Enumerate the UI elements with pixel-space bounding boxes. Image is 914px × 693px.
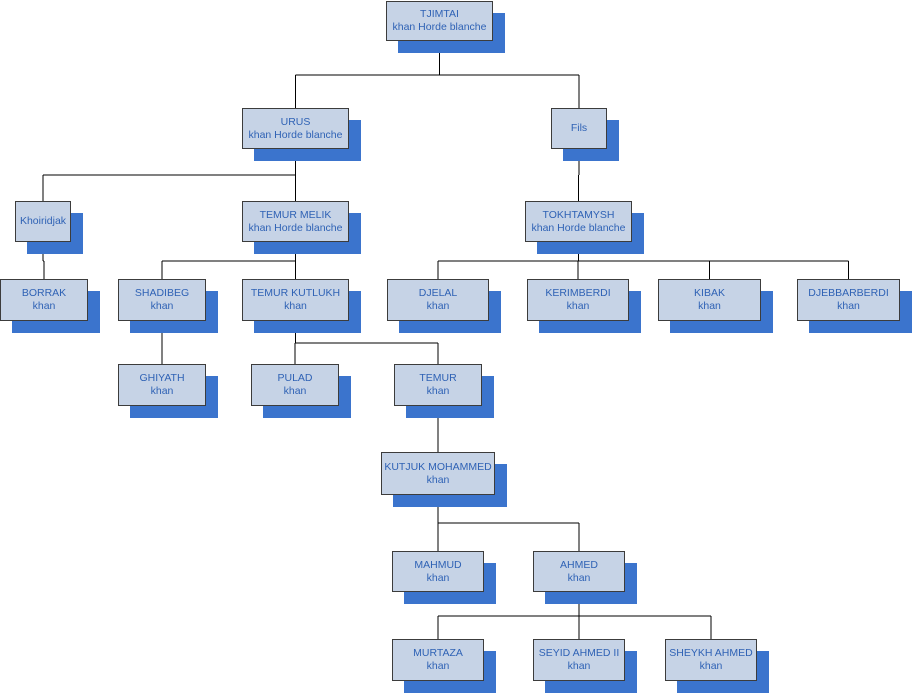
node-name: BORRAK <box>21 287 67 299</box>
node-title: khan <box>150 300 174 312</box>
node-fils: Fils <box>551 108 619 161</box>
node-name: GHIYATH <box>139 372 185 384</box>
node-title: khan <box>426 300 450 312</box>
node-title: khan <box>426 473 450 486</box>
node-name: AHMED <box>560 558 598 571</box>
node-title: khan Horde blanche <box>531 221 626 234</box>
node-box: Khoiridjak <box>15 201 71 242</box>
node-name: SEYID AHMED II <box>538 647 620 659</box>
node-name: SHEYKH AHMED <box>669 647 753 659</box>
connector-tjimtai <box>295 41 580 108</box>
node-name: Fils <box>570 122 588 134</box>
node-name: TEMUR <box>419 372 457 384</box>
connector-kutjuk-mohammed <box>437 495 580 551</box>
node-title: khan <box>567 660 591 672</box>
node-title: khan <box>32 300 56 312</box>
node-title: khan <box>567 571 591 584</box>
node-title: khan <box>698 300 721 312</box>
node-name: MURTAZA <box>413 647 463 659</box>
node-title: khan <box>566 300 590 312</box>
node-name: TJIMTAI <box>420 8 459 20</box>
node-title: khan <box>837 300 860 312</box>
node-title: khan <box>426 571 450 584</box>
node-name: KUTJUK MOHAMMED <box>384 460 492 473</box>
node-name: MAHMUD <box>414 558 462 571</box>
node-box: Fils <box>551 108 607 149</box>
node-name: DJEBBARBERDI <box>808 287 889 299</box>
node-title: khan Horde blanche <box>392 21 487 33</box>
node-title: khan <box>426 385 450 397</box>
node-name: TOKHTAMYSH <box>542 208 615 221</box>
node-title: khan <box>426 660 450 672</box>
node-title: khan Horde blanche <box>248 221 343 234</box>
node-name: TEMUR KUTLUKH <box>250 287 341 299</box>
node-name: Khoiridjak <box>19 215 67 227</box>
node-title: khan <box>284 300 307 312</box>
node-title: khan Horde blanche <box>248 128 343 141</box>
node-title: khan <box>283 385 307 397</box>
node-title: khan <box>150 385 174 397</box>
node-name: SHADIBEG <box>134 287 190 299</box>
node-khoiridjak: Khoiridjak <box>15 201 83 254</box>
node-name: DJELAL <box>418 287 458 299</box>
node-name: KIBAK <box>694 287 725 299</box>
node-name: TEMUR MELIK <box>259 208 332 221</box>
node-name: KERIMBERDI <box>545 287 611 299</box>
node-name: PULAD <box>277 372 313 384</box>
connector-ahmed <box>437 592 712 639</box>
connector-urus <box>42 149 296 201</box>
node-name: URUS <box>280 115 311 128</box>
node-title: khan <box>699 660 723 672</box>
